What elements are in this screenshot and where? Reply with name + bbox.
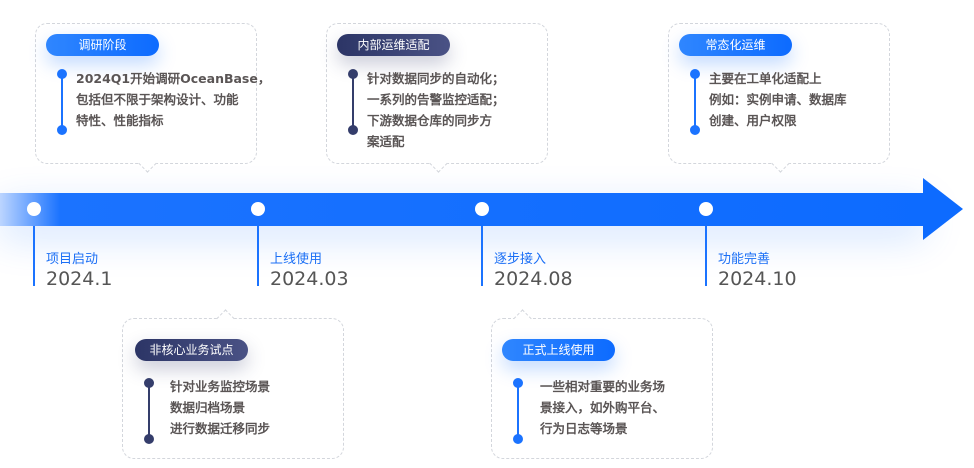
desc-line: 包括但不限于架构设计、功能 <box>76 92 239 107</box>
milestone-label: 逐步接入 <box>494 252 547 267</box>
milestone-dot <box>699 202 713 216</box>
card-tail <box>216 309 235 328</box>
bullet-track-icon <box>690 69 700 135</box>
card-tail <box>513 309 532 328</box>
desc-line: 针对数据同步的自动化； <box>367 71 505 86</box>
milestone-date: 2024.03 <box>270 268 349 290</box>
phase-title: 非核心业务试点 <box>135 339 248 361</box>
desc-line: 主要在工单化适配上 <box>709 71 822 86</box>
desc-line: 特性、性能指标 <box>76 113 164 128</box>
card-tail <box>429 154 448 173</box>
desc-line: 例如：实例申请、数据库 <box>709 92 847 107</box>
phase-card-internal-ops: 内部运维适配 针对数据同步的自动化； 一系列的告警监控适配； 下游数据仓库的同步… <box>326 23 548 173</box>
milestone-date: 2024.08 <box>494 268 573 290</box>
desc-line: 景接入，如外购平台、 <box>540 400 666 415</box>
bullet-track-icon <box>57 69 67 135</box>
card-tail <box>138 154 157 173</box>
card-tail <box>771 154 790 173</box>
phase-title: 调研阶段 <box>46 34 159 56</box>
bullet-track-icon <box>144 378 154 444</box>
milestone-dot <box>251 202 265 216</box>
phase-card-research: 调研阶段 2024Q1开始调研OceanBase， 包括但不限于架构设计、功能 … <box>35 23 270 173</box>
phase-card-pilot: 非核心业务试点 针对业务监控场景 数据归档场景 进行数据迁移同步 <box>122 309 344 459</box>
milestone-line <box>33 226 35 286</box>
desc-line: 2024Q1开始调研OceanBase， <box>76 71 271 86</box>
phase-card-launch: 正式上线使用 一些相对重要的业务场 景接入，如外购平台、 行为日志等场景 <box>491 309 713 459</box>
milestone-label: 上线使用 <box>270 252 323 267</box>
bullet-track-icon <box>513 378 523 444</box>
phase-description: 2024Q1开始调研OceanBase， 包括但不限于架构设计、功能 特性、性能… <box>76 68 270 131</box>
timeline-arrow-head <box>923 178 963 240</box>
phase-description: 针对业务监控场景 数据归档场景 进行数据迁移同步 <box>170 376 270 439</box>
milestone-line <box>481 226 483 286</box>
phase-title: 内部运维适配 <box>337 34 450 56</box>
bullet-track-icon <box>348 69 358 135</box>
desc-line: 行为日志等场景 <box>540 421 628 436</box>
phase-description: 主要在工单化适配上 例如：实例申请、数据库 创建、用户权限 <box>709 68 847 131</box>
timeline-arrow-band <box>0 193 925 226</box>
desc-line: 创建、用户权限 <box>709 113 797 128</box>
desc-line: 一些相对重要的业务场 <box>540 379 666 394</box>
phase-description: 一些相对重要的业务场 景接入，如外购平台、 行为日志等场景 <box>540 376 665 439</box>
milestone-label: 项目启动 <box>46 252 99 267</box>
desc-line: 针对业务监控场景 <box>170 379 271 394</box>
desc-line: 下游数据仓库的同步方 <box>367 113 493 128</box>
desc-line: 案适配 <box>367 134 405 149</box>
phase-card-routine-ops: 常态化运维 主要在工单化适配上 例如：实例申请、数据库 创建、用户权限 <box>668 23 890 173</box>
milestone-date: 2024.1 <box>46 268 113 290</box>
desc-line: 进行数据迁移同步 <box>170 421 271 436</box>
milestone-line <box>257 226 259 286</box>
desc-line: 一系列的告警监控适配； <box>367 92 505 107</box>
phase-title: 常态化运维 <box>679 34 792 56</box>
milestone-dot <box>475 202 489 216</box>
phase-description: 针对数据同步的自动化； 一系列的告警监控适配； 下游数据仓库的同步方 案适配 <box>367 68 505 152</box>
milestone-date: 2024.10 <box>718 268 797 290</box>
phase-title: 正式上线使用 <box>502 339 615 361</box>
milestone-label: 功能完善 <box>718 252 771 267</box>
milestone-line <box>705 226 707 286</box>
desc-line: 数据归档场景 <box>170 400 246 415</box>
milestone-dot <box>27 202 41 216</box>
